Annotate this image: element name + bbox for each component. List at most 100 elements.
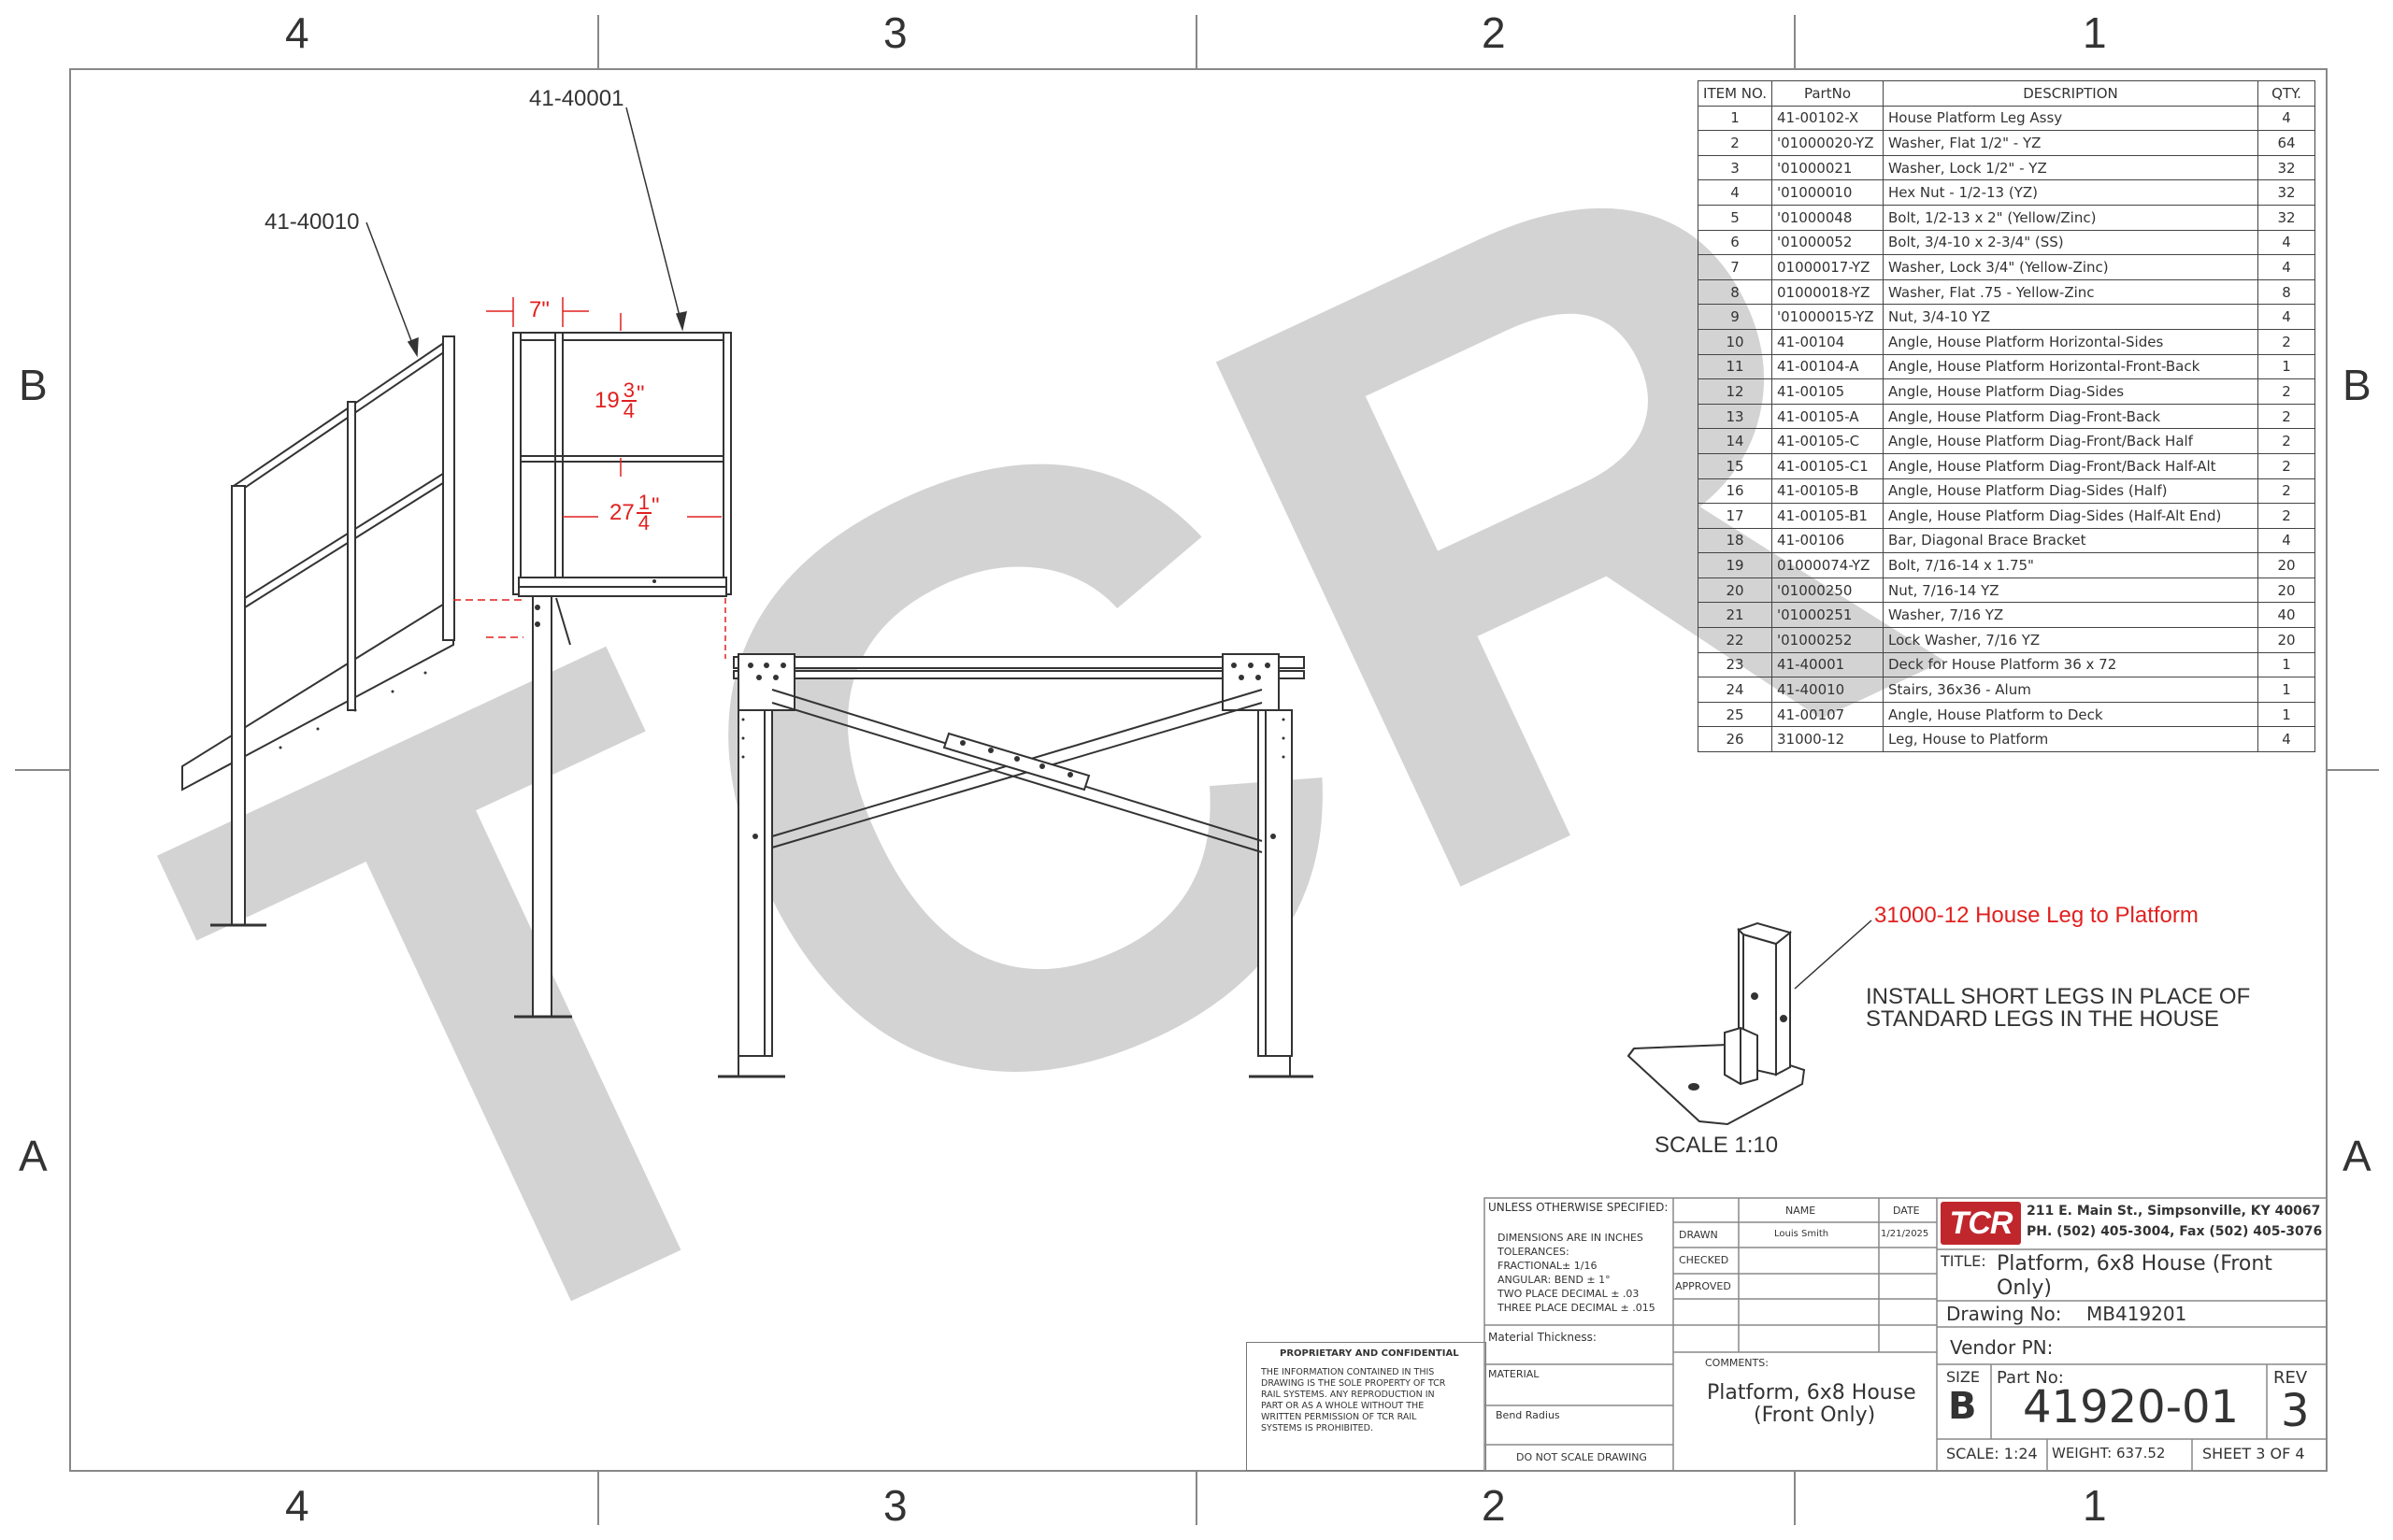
bom-cell-description: Washer, Flat .75 - Yellow-Zinc <box>1883 278 2258 306</box>
dim-width-den: 4 <box>638 511 650 535</box>
bom-cell-description: Angle, House Platform Diag-Front/Back Ha… <box>1883 428 2258 454</box>
bom-cell-description: Stairs, 36x36 - Alum <box>1883 677 2258 703</box>
zone-top-4: 4 <box>285 8 309 57</box>
bom-cell-partno: 01000018-YZ <box>1771 278 1884 306</box>
zone-left-a: A <box>19 1132 48 1180</box>
tb-title-label: TITLE: <box>1941 1252 1986 1270</box>
bom-cell-qty: 4 <box>2257 105 2315 132</box>
tb-approved-label: APPROVED <box>1675 1280 1731 1292</box>
bom-cell-description: Angle, House Platform to Deck <box>1883 701 2258 728</box>
bom-cell-description: Angle, House Platform Horizontal-Sides <box>1883 328 2258 355</box>
tb-part-no-label: Part No: <box>1997 1368 2064 1388</box>
detail-note-line-2: STANDARD LEGS IN THE HOUSE <box>1866 1006 2219 1032</box>
bom-cell-qty: 1 <box>2257 353 2315 380</box>
tb-material: MATERIAL <box>1488 1368 1540 1380</box>
detail-label: 31000-12 House Leg to Platform <box>1874 903 2199 928</box>
bom-cell-item: 2 <box>1698 130 1772 156</box>
bom-cell-qty: 4 <box>2257 726 2315 753</box>
proprietary-line-3: RAIL SYSTEMS. ANY REPRODUCTION IN <box>1261 1390 1435 1400</box>
dim-rail-height-unit: " <box>636 381 645 406</box>
tb-address: 211 E. Main St., Simpsonville, KY 40067 <box>2027 1204 2321 1219</box>
tb-do-not-scale: DO NOT SCALE DRAWING <box>1516 1451 1647 1463</box>
bom-cell-qty: 2 <box>2257 378 2315 405</box>
zone-bottom-3: 3 <box>883 1481 908 1530</box>
tb-drawing-no-label: Drawing No: <box>1946 1303 2062 1325</box>
bom-header-item: ITEM NO. <box>1698 80 1772 107</box>
proprietary-line-6: SYSTEMS IS PROHIBITED. <box>1261 1423 1373 1433</box>
tb-comments-label: COMMENTS: <box>1705 1357 1769 1369</box>
bom-cell-item: 12 <box>1698 378 1772 405</box>
bom-cell-partno: '01000015-YZ <box>1771 304 1884 330</box>
tb-material-thickness: Material Thickness: <box>1488 1331 1597 1344</box>
tb-rev: 3 <box>2281 1385 2310 1437</box>
bom-cell-item: 18 <box>1698 527 1772 554</box>
bom-cell-item: 22 <box>1698 627 1772 653</box>
tb-drawn-label: DRAWN <box>1679 1229 1718 1241</box>
bom-cell-partno: 41-00102-X <box>1771 105 1884 132</box>
tb-size-label: SIZE <box>1946 1368 1980 1386</box>
bom-cell-item: 14 <box>1698 428 1772 454</box>
bom-cell-item: 16 <box>1698 478 1772 505</box>
tb-checked-label: CHECKED <box>1679 1254 1729 1266</box>
bom-cell-description: Washer, Flat 1/2" - YZ <box>1883 130 2258 156</box>
tb-date-header: DATE <box>1893 1205 1920 1217</box>
dim-rail-height: 19 3 4 " <box>595 380 645 421</box>
tb-dim-line-3: FRACTIONAL± 1/16 <box>1497 1260 1598 1272</box>
bom-cell-partno: '01000250 <box>1771 577 1884 604</box>
tb-rev-label: REV <box>2273 1368 2308 1388</box>
bom-cell-qty: 4 <box>2257 254 2315 280</box>
bom-cell-description: Leg, House to Platform <box>1883 726 2258 753</box>
bom-header-description: DESCRIPTION <box>1883 80 2258 107</box>
bom-cell-description: Angle, House Platform Diag-Sides <box>1883 378 2258 405</box>
tb-scale: SCALE: 1:24 <box>1946 1445 2038 1462</box>
zone-top-1: 1 <box>2083 8 2107 57</box>
tb-dim-line-6: THREE PLACE DECIMAL ± .015 <box>1497 1302 1655 1314</box>
tb-size: B <box>1948 1385 1977 1428</box>
dim-rail-offset: 7" <box>529 297 550 322</box>
bom-cell-item: 3 <box>1698 154 1772 181</box>
dim-width-unit: " <box>651 493 660 519</box>
callout-stairs: 41-40010 <box>265 209 360 235</box>
bom-cell-qty: 1 <box>2257 651 2315 678</box>
bom-cell-item: 15 <box>1698 452 1772 479</box>
proprietary-line-5: WRITTEN PERMISSION OF TCR RAIL <box>1261 1412 1417 1422</box>
bom-cell-description: Bolt, 7/16-14 x 1.75" <box>1883 552 2258 578</box>
bom-cell-description: Bolt, 3/4-10 x 2-3/4" (SS) <box>1883 229 2258 256</box>
tb-dim-line-2: TOLERANCES: <box>1497 1246 1569 1258</box>
tb-drawing-no: MB419201 <box>2086 1303 2187 1325</box>
tb-drawn-date: 1/21/2025 <box>1881 1229 1929 1239</box>
bom-cell-qty: 1 <box>2257 677 2315 703</box>
proprietary-heading: PROPRIETARY AND CONFIDENTIAL <box>1280 1348 1459 1359</box>
bom-cell-description: Deck for House Platform 36 x 72 <box>1883 651 2258 678</box>
tb-sheet: SHEET 3 OF 4 <box>2202 1445 2305 1462</box>
dim-width-whole: 27 <box>609 500 635 525</box>
bom-cell-partno: '01000252 <box>1771 627 1884 653</box>
tb-title-line-1: Platform, 6x8 House (Front <box>1997 1252 2272 1276</box>
proprietary-box: PROPRIETARY AND CONFIDENTIAL THE INFORMA… <box>1246 1342 1486 1471</box>
zone-right-a: A <box>2343 1132 2372 1180</box>
tb-name-header: NAME <box>1785 1205 1816 1217</box>
bom-cell-description: Hex Nut - 1/2-13 (YZ) <box>1883 179 2258 206</box>
bom-cell-qty: 1 <box>2257 701 2315 728</box>
bom-cell-qty: 32 <box>2257 179 2315 206</box>
zone-bottom-2: 2 <box>1482 1481 1506 1530</box>
proprietary-line-4: PART OR AS A WHOLE WITHOUT THE <box>1261 1401 1425 1411</box>
tb-title-line-2: Only) <box>1997 1276 2052 1300</box>
bom-cell-description: Angle, House Platform Diag-Sides (Half-A… <box>1883 503 2258 529</box>
bom-header-partno: PartNo <box>1771 80 1884 107</box>
